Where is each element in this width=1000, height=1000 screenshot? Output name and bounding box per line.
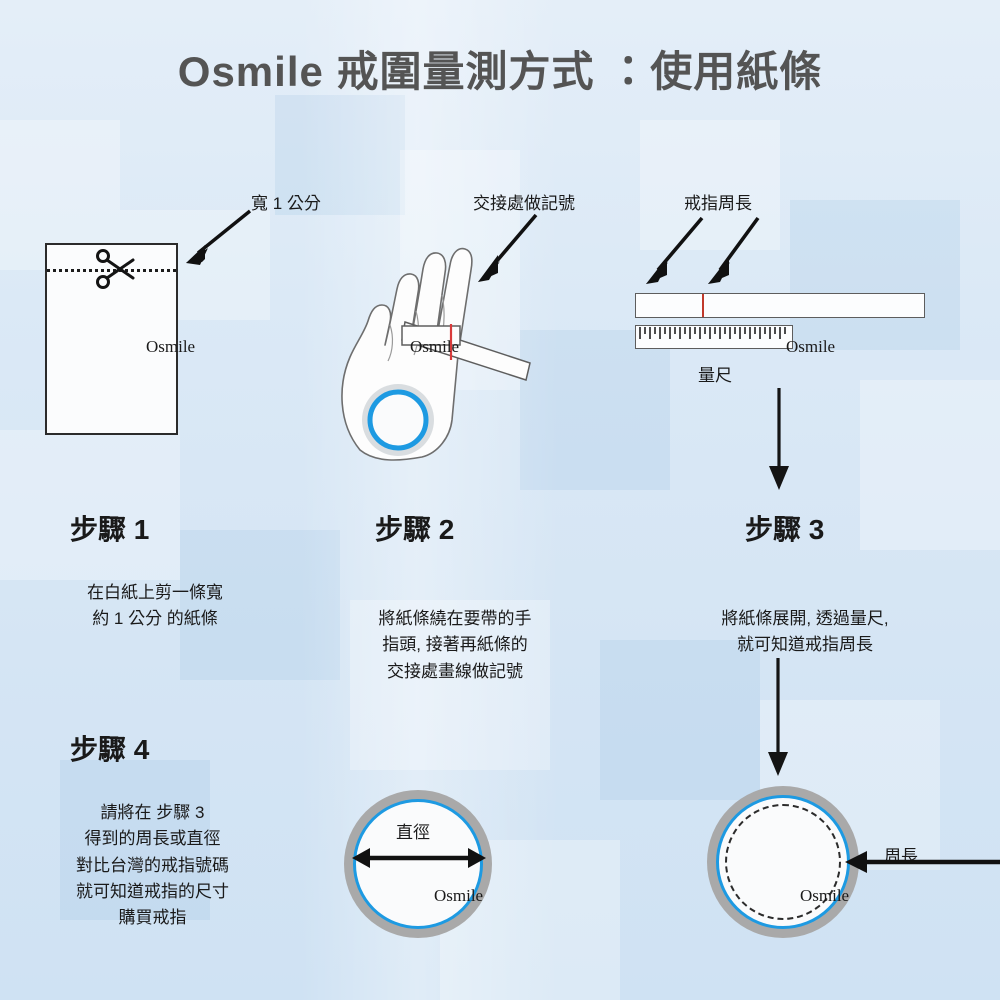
bg-decoration: [180, 530, 340, 680]
step-1-body: 在白紙上剪一條寬 約 1 公分 的紙條: [10, 580, 300, 633]
step-2-body: 將紙條繞在要帶的手 指頭, 接著再紙條的 交接處畫線做記號: [300, 606, 610, 685]
bg-decoration: [640, 120, 780, 250]
bg-decoration: [600, 640, 760, 800]
step-4-line: 請將在 步驟 3: [100, 803, 205, 822]
arrow-right-to-strip-icon: [708, 216, 760, 284]
step-1-line: 約 1 公分 的紙條: [92, 609, 218, 629]
step-3-body: 將紙條展開, 透過量尺, 就可知道戒指周長: [645, 606, 965, 659]
arrow-to-mark-icon: [478, 213, 538, 282]
ring-diameter-inner: [353, 799, 483, 929]
cut-line: [47, 269, 176, 272]
step-2-line: 將紙條繞在要帶的手: [378, 609, 532, 628]
step-4-line: 就可知道戒指的尺寸: [76, 882, 229, 902]
step-4-line: 購買戒指: [118, 908, 187, 928]
ring-circumference-dashed: [725, 804, 841, 920]
page-title: Osmile 戒圍量測方式 ：使用紙條: [177, 48, 823, 95]
step-1-line: 在白紙上剪一條寬: [87, 583, 223, 602]
strip-red-mark: [702, 294, 704, 317]
paper-strip-icon: [635, 293, 925, 318]
callout-ring-circumference: 戒指周長: [684, 194, 752, 213]
bg-decoration: [60, 760, 210, 920]
arrow-to-paper-icon: [186, 209, 252, 265]
step-4-heading: 步驟 4: [70, 734, 150, 765]
watermark-diameter: Osmile: [434, 886, 484, 905]
watermark-ruler: Osmile: [786, 337, 836, 356]
callout-width-1cm: 寬 1 公分: [251, 194, 321, 213]
arrow-left-to-strip-icon: [646, 216, 704, 284]
step-4-body: 請將在 步驟 3 得到的周長或直徑 對比台灣的戒指號碼 就可知道戒指的尺寸 購買…: [5, 800, 300, 932]
callout-mark-joint: 交接處做記號: [473, 194, 575, 213]
scissors-icon: [93, 249, 137, 289]
bg-decoration: [790, 200, 960, 350]
arrow-left-to-ring-icon: [845, 851, 1000, 873]
step-1-heading: 步驟 1: [70, 514, 150, 545]
step-4-line: 得到的周長或直徑: [84, 829, 221, 849]
callout-ruler: 量尺: [698, 366, 732, 385]
callout-diameter: 直徑: [396, 823, 430, 842]
bg-decoration: [860, 380, 1000, 550]
watermark-hand: Osmile: [410, 337, 460, 356]
arrow-down-to-step3-icon: [769, 388, 789, 490]
bg-decoration: [520, 330, 670, 490]
step-2-line: 交接處畫線做記號: [387, 661, 523, 681]
hand-icon: [330, 225, 570, 461]
watermark-circumference: Osmile: [800, 886, 850, 905]
bg-decoration: [275, 95, 405, 215]
step-4-line: 對比台灣的戒指號碼: [76, 855, 229, 875]
step-3-line: 就可知道戒指周長: [737, 635, 873, 655]
arrow-double-head-diameter-icon: [352, 848, 486, 868]
ruler-icon: [635, 325, 793, 349]
arrow-down-to-circumference-icon: [768, 658, 788, 776]
step-3-line: 將紙條展開, 透過量尺,: [721, 609, 889, 628]
bg-decoration: [0, 430, 180, 580]
step-2-heading: 步驟 2: [375, 514, 455, 545]
step-3-heading: 步驟 3: [745, 514, 825, 545]
bg-decoration: [350, 600, 550, 770]
watermark-paper: Osmile: [146, 337, 196, 356]
step-2-line: 指頭, 接著再紙條的: [382, 635, 528, 655]
